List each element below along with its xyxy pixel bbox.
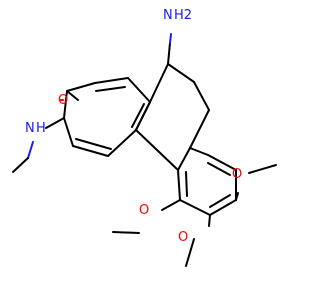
bond bbox=[135, 101, 151, 131]
bond bbox=[161, 199, 181, 211]
bond bbox=[189, 147, 209, 156]
benzene-ring bbox=[135, 129, 237, 216]
bond bbox=[209, 199, 237, 216]
molecule-structure: N H2 O N H bbox=[12, 8, 277, 267]
bond bbox=[177, 169, 181, 201]
bond bbox=[185, 238, 195, 267]
bond bbox=[167, 42, 171, 65]
bond bbox=[63, 117, 74, 147]
bond bbox=[189, 109, 210, 149]
bond bbox=[167, 63, 195, 83]
bond bbox=[127, 77, 151, 103]
bond bbox=[112, 231, 140, 234]
bond bbox=[72, 145, 109, 157]
methoxy-group-1: O bbox=[112, 199, 181, 234]
bond bbox=[185, 171, 188, 197]
amino-group: N H2 bbox=[163, 8, 192, 65]
bond bbox=[207, 154, 237, 171]
bond bbox=[169, 33, 172, 44]
methoxy-3-o-label: O bbox=[232, 167, 242, 182]
bond bbox=[107, 129, 137, 157]
methoxy-group-2: O bbox=[178, 214, 211, 267]
methoxy-2-o-label: O bbox=[178, 230, 188, 245]
molecule-canvas: N H2 O N H bbox=[12, 8, 277, 267]
tropone-ring bbox=[63, 77, 151, 157]
methylamino-group: N H bbox=[12, 117, 65, 173]
bond bbox=[193, 81, 210, 111]
bond bbox=[177, 147, 191, 171]
bond bbox=[66, 90, 79, 101]
bond bbox=[235, 192, 239, 201]
bond bbox=[248, 164, 277, 174]
bond bbox=[208, 214, 211, 227]
bond bbox=[27, 141, 34, 159]
methylamino-n-label: N bbox=[25, 121, 35, 136]
bond bbox=[209, 194, 231, 208]
bond bbox=[94, 77, 129, 84]
methylamino-h-label: H bbox=[36, 121, 46, 136]
amino-h2-label: H2 bbox=[174, 8, 192, 23]
bond bbox=[75, 138, 112, 150]
bond bbox=[66, 82, 96, 92]
bond bbox=[12, 157, 29, 173]
amino-n-label: N bbox=[163, 8, 173, 23]
bond bbox=[135, 129, 179, 171]
ketone-group: O bbox=[58, 90, 79, 108]
ketone-o-label: O bbox=[58, 93, 68, 108]
bond bbox=[149, 63, 169, 103]
bond bbox=[45, 117, 65, 129]
methoxy-group-3: O bbox=[232, 164, 277, 201]
bond bbox=[63, 90, 68, 119]
bond bbox=[95, 86, 126, 92]
bond bbox=[179, 199, 211, 216]
bond bbox=[131, 103, 145, 128]
methoxy-1-o-label: O bbox=[139, 203, 149, 218]
bond bbox=[207, 162, 231, 176]
